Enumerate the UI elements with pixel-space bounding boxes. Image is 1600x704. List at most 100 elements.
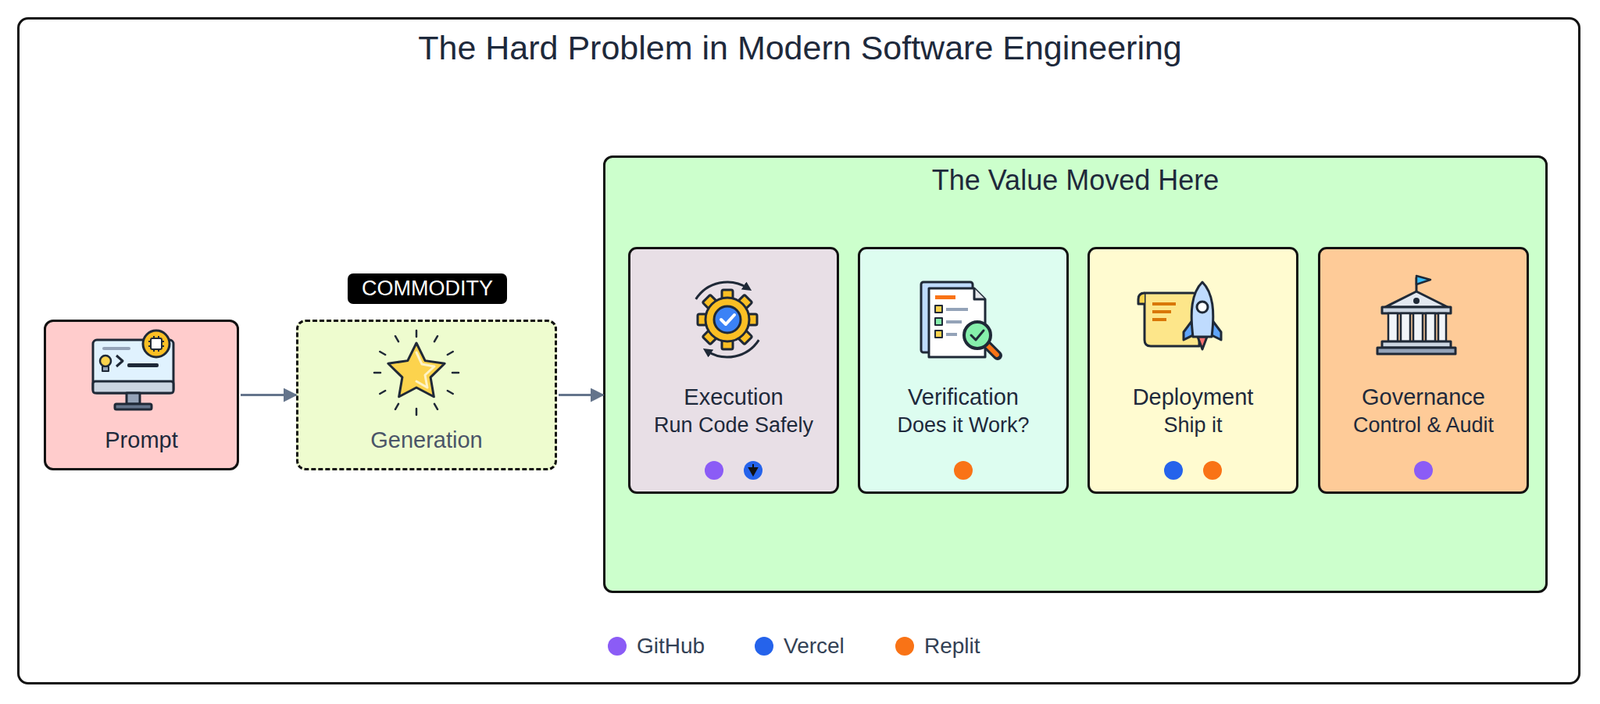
checklist-icon — [935, 317, 943, 325]
monitor-icon — [102, 366, 109, 372]
gear-icon — [714, 306, 741, 333]
checklist-icon — [935, 305, 943, 313]
gear-icon — [721, 314, 735, 325]
monitor-icon — [92, 381, 174, 393]
rocket-icon — [1144, 292, 1200, 347]
monitor-icon — [148, 335, 165, 352]
building-icon — [1388, 313, 1398, 342]
card-subtitle: Control & Audit — [1325, 413, 1522, 438]
checklist-icon — [946, 320, 962, 324]
rocket-icon — [1183, 319, 1193, 340]
stage-card: VerificationDoes it Work? — [857, 246, 1069, 494]
card-title: Verification — [864, 384, 1062, 411]
card-title: Execution — [635, 384, 833, 411]
star-icon — [416, 352, 435, 388]
monitor-icon — [102, 346, 131, 350]
legend-item: Vercel — [754, 632, 845, 660]
commodity-badge: COMMODITY — [347, 273, 508, 304]
legend-label: Vercel — [783, 633, 845, 659]
building-icon — [1377, 275, 1456, 354]
rocket-icon — [1138, 282, 1222, 350]
building-icon — [1425, 313, 1436, 342]
stage-card: GovernanceControl & Audit — [1317, 246, 1529, 494]
rocket-icon — [1152, 302, 1176, 306]
building-icon — [1385, 291, 1448, 308]
gear-icon — [721, 289, 733, 301]
rocket-icon — [1183, 282, 1222, 350]
monitor-icon — [142, 330, 170, 358]
checklist-icon — [935, 330, 943, 338]
legend-label: Replit — [924, 633, 981, 659]
building-icon — [1400, 313, 1411, 342]
node-label: Prompt — [50, 427, 233, 454]
rocket-icon — [1152, 317, 1167, 322]
monitor-icon — [116, 355, 123, 367]
gear-icon — [696, 282, 760, 358]
building-icon — [1382, 307, 1451, 314]
card-subtitle: Ship it — [1094, 413, 1292, 438]
legend-swatch — [895, 636, 915, 656]
gear-icon — [697, 314, 709, 325]
star-icon — [388, 342, 445, 397]
flow-arrow — [240, 393, 297, 397]
monitor-icon — [150, 338, 162, 350]
card-title: Governance — [1325, 384, 1522, 411]
checklist-icon — [971, 330, 984, 340]
provider-dot — [704, 460, 724, 480]
legend-item: Replit — [895, 632, 981, 660]
gear-icon — [736, 328, 753, 345]
checklist-icon — [946, 332, 958, 336]
star-icon — [374, 330, 459, 415]
checklist-icon — [986, 344, 998, 356]
gear-icon — [707, 339, 759, 358]
prompt-box: Prompt — [43, 319, 240, 471]
checklist-icon — [946, 307, 968, 311]
rocket-icon — [1197, 336, 1208, 350]
rocket-icon — [1211, 319, 1222, 340]
checklist-icon — [935, 295, 956, 300]
container-title: The Value Moved Here — [610, 164, 1541, 197]
diagram-title: The Hard Problem in Modern Software Engi… — [31, 28, 1569, 68]
building-icon — [1415, 277, 1418, 293]
card-title: Deployment — [1094, 384, 1292, 411]
card-subtitle: Run Code Safely — [635, 413, 833, 438]
monitor-icon — [114, 403, 152, 410]
legend-swatch — [754, 636, 774, 656]
monitor-icon — [92, 330, 174, 410]
stage-card: ExecutionRun Code Safely — [628, 246, 840, 494]
provider-dot — [1164, 460, 1183, 480]
building-icon — [1377, 347, 1456, 354]
building-icon — [1416, 275, 1431, 285]
node-label: Generation — [303, 427, 550, 454]
building-icon — [1438, 313, 1447, 342]
star-icon — [374, 330, 459, 415]
monitor-icon — [126, 392, 140, 404]
generation-box: Generation — [296, 319, 558, 471]
gear-icon — [705, 297, 750, 342]
gear-icon — [721, 338, 733, 350]
gear-icon — [696, 282, 748, 300]
gear-icon — [702, 328, 718, 345]
flow-arrow — [558, 393, 604, 397]
checklist-icon — [928, 288, 986, 358]
legend-label: GitHub — [636, 633, 705, 659]
rocket-icon — [1138, 292, 1145, 304]
monitor-icon — [100, 355, 111, 367]
card-subtitle: Does it Work? — [864, 413, 1062, 438]
gear-icon — [736, 294, 753, 311]
monitor-icon — [127, 363, 159, 368]
building-icon — [1413, 297, 1420, 304]
provider-dot — [1203, 460, 1222, 480]
rocket-icon — [1196, 301, 1208, 313]
legend-item: GitHub — [607, 632, 705, 660]
checklist-icon — [921, 282, 973, 353]
building-icon — [1382, 341, 1451, 348]
value-container: The Value Moved HereExecutionRun Code Sa… — [603, 155, 1548, 593]
checklist-icon — [921, 282, 998, 358]
provider-mark — [749, 464, 758, 475]
provider-dot — [953, 460, 973, 480]
legend-swatch — [607, 636, 627, 656]
checklist-icon — [964, 321, 991, 349]
